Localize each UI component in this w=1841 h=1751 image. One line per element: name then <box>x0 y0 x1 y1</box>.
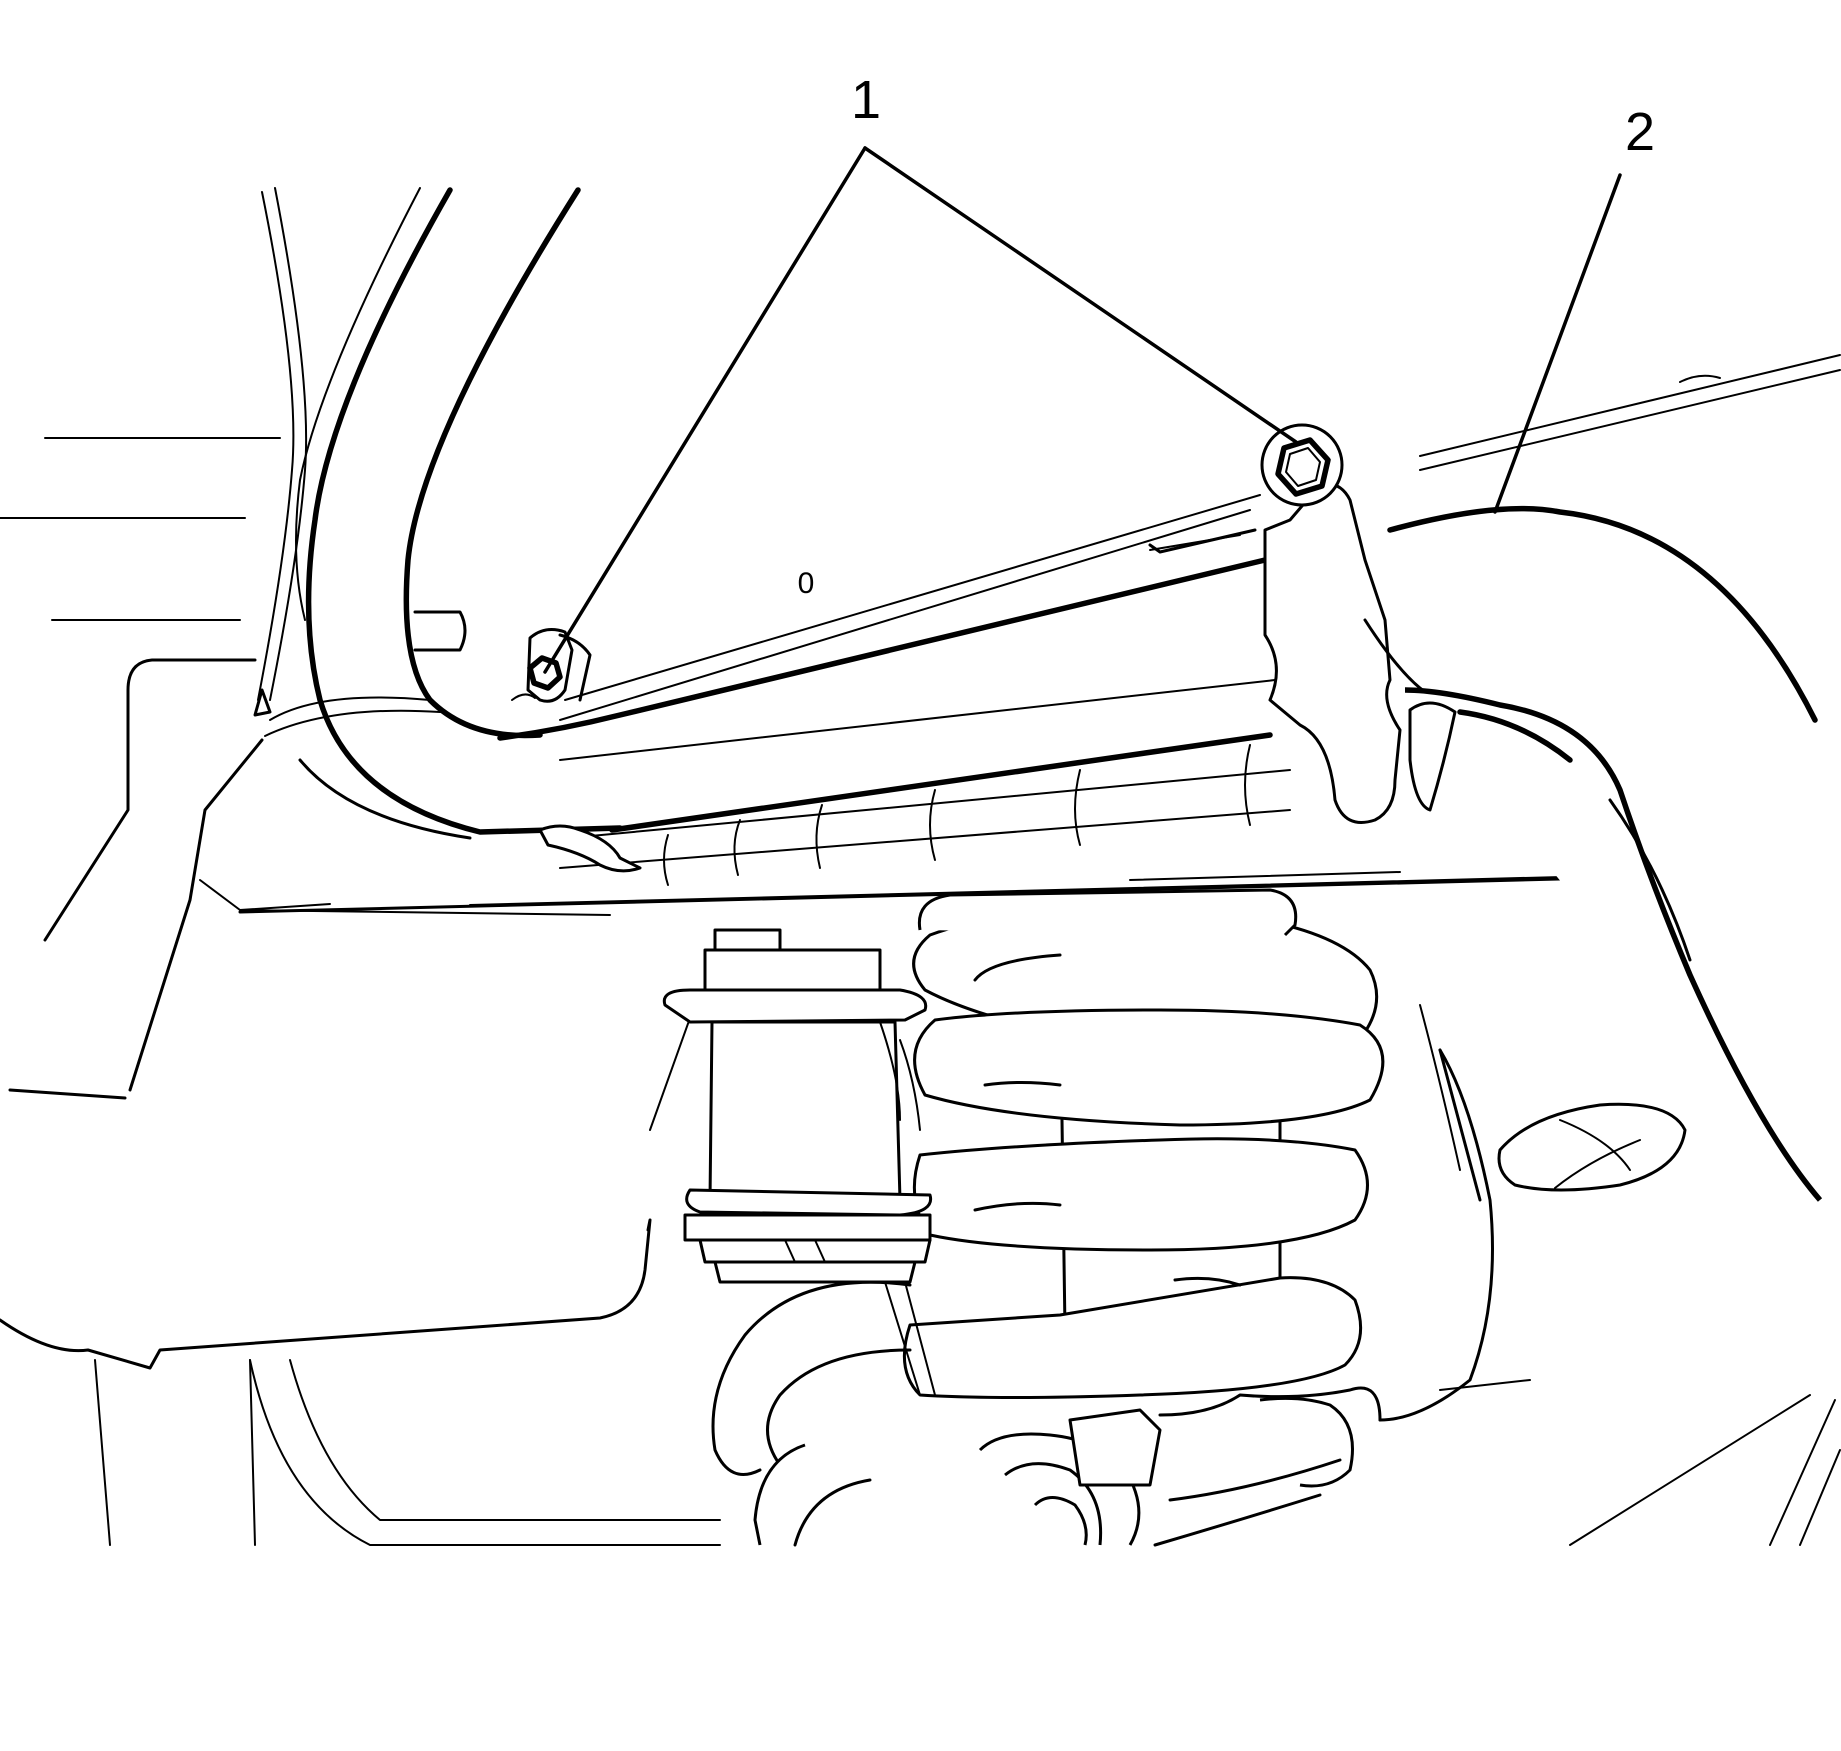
coil-spring <box>902 888 1385 1399</box>
callout-label-1: 1 <box>851 70 881 130</box>
crossmember <box>238 354 1841 914</box>
leader-line-1a <box>543 146 867 674</box>
fastener-bolt-right <box>1260 423 1344 507</box>
callout-label-2: 2 <box>1625 102 1655 162</box>
leader-line-2 <box>1493 173 1622 514</box>
stamp-text: 0 <box>798 567 815 600</box>
leader-lines <box>543 146 1622 674</box>
shock-absorber <box>662 928 936 1396</box>
stabilizer-bar <box>1387 505 1823 1202</box>
leader-line-1b <box>863 146 1298 444</box>
pipe-bundle <box>253 187 623 840</box>
body-panel-left <box>0 437 721 1546</box>
lower-control-arm <box>711 1004 1841 1547</box>
body-access-hole <box>1497 1102 1687 1192</box>
